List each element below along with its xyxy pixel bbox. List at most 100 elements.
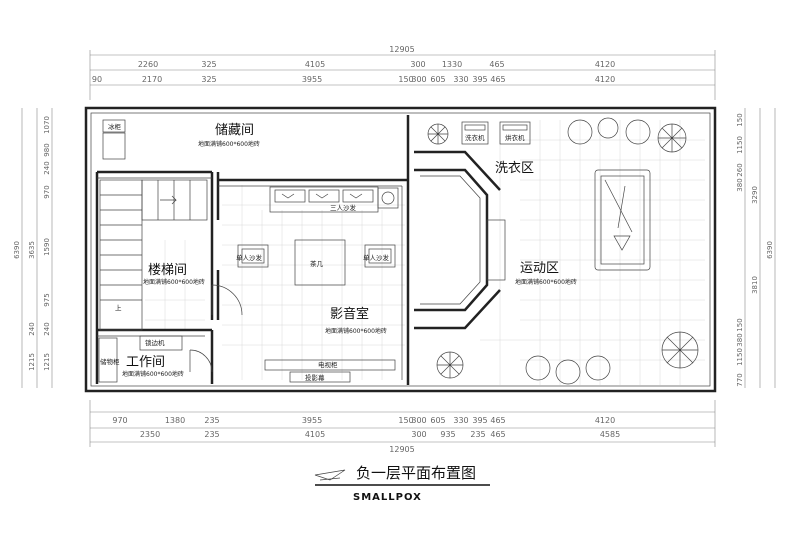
dim-top-2-4: 1330 bbox=[442, 60, 462, 69]
plant-icon bbox=[436, 351, 464, 379]
dim-left-in-4: 1590 bbox=[43, 238, 51, 256]
armchair-right-label: 单人沙发 bbox=[363, 253, 390, 262]
projector-screen bbox=[289, 371, 351, 383]
dim-bot-1-1: 1380 bbox=[165, 416, 185, 425]
three-seat-sofa bbox=[269, 186, 379, 213]
theater-floor-note: 地面满铺600*600地砖 bbox=[325, 327, 387, 335]
plant-icon bbox=[661, 331, 699, 369]
dim-right-in-5: 380 bbox=[736, 333, 744, 346]
dim-bot-2-2: 4105 bbox=[305, 430, 325, 439]
dim-top-3-6: 605 bbox=[430, 75, 445, 84]
armchair-left-label: 单人沙发 bbox=[236, 253, 263, 262]
dim-top-2-5: 465 bbox=[489, 60, 504, 69]
dim-bot-2-5: 235 bbox=[470, 430, 485, 439]
dim-right-mid-1: 3810 bbox=[751, 276, 759, 294]
dim-bot-1-7: 330 bbox=[453, 416, 468, 425]
dim-bot-1-5: 300 bbox=[411, 416, 426, 425]
side-table bbox=[377, 187, 399, 209]
plant-icon bbox=[427, 123, 449, 145]
dim-right-in-0: 150 bbox=[736, 113, 744, 126]
dim-top-3-3: 3955 bbox=[302, 75, 322, 84]
dim-top-2-6: 4120 bbox=[595, 60, 615, 69]
dim-top-total: 12905 bbox=[389, 45, 414, 54]
storage-room-label: 储藏间 bbox=[215, 123, 254, 138]
dim-bot-1-0: 970 bbox=[112, 416, 127, 425]
dryer-label: 烘衣机 bbox=[505, 133, 525, 142]
dim-left-outer: 6390 bbox=[13, 241, 21, 259]
sport-floor-note: 地面满铺600*600地砖 bbox=[515, 278, 577, 286]
dim-top-3-8: 395 bbox=[472, 75, 487, 84]
dimension-lines bbox=[21, 50, 776, 447]
dim-left-in-2: 240 bbox=[43, 161, 51, 174]
fridge bbox=[102, 119, 126, 133]
dim-bot-1-6: 605 bbox=[430, 416, 445, 425]
dim-left-in-3: 970 bbox=[43, 185, 51, 198]
dim-bot-2-0: 2350 bbox=[140, 430, 160, 439]
washer-label: 洗衣机 bbox=[465, 133, 485, 142]
dim-bot-2-1: 235 bbox=[204, 430, 219, 439]
dim-right-in-2: 260 bbox=[736, 163, 744, 176]
dim-right-outer: 6390 bbox=[766, 241, 774, 259]
theater-room-label: 影音室 bbox=[330, 306, 369, 322]
dim-top-3-10: 4120 bbox=[595, 75, 615, 84]
stair-up-label: 上 bbox=[115, 303, 122, 312]
dim-top-2-0: 2260 bbox=[138, 60, 158, 69]
fridge-label: 冰柜 bbox=[108, 122, 122, 131]
dim-left-in-0: 1070 bbox=[43, 116, 51, 134]
tv-cabinet bbox=[264, 359, 396, 371]
dim-right-in-4: 150 bbox=[736, 318, 744, 331]
dim-bot-1-3: 3955 bbox=[302, 416, 322, 425]
work-floor-note: 地面满铺600*600地砖 bbox=[122, 370, 184, 378]
dim-top-3-0: 90 bbox=[92, 75, 102, 84]
plant-icon bbox=[657, 123, 687, 153]
sport-area-label: 运动区 bbox=[520, 261, 559, 276]
dim-top-3-2: 325 bbox=[201, 75, 216, 84]
dim-right-mid-0: 3290 bbox=[751, 186, 759, 204]
dim-left-in-5: 975 bbox=[43, 293, 51, 306]
storage-cabinet bbox=[98, 337, 118, 383]
dim-bot-1-4: 150 bbox=[398, 416, 413, 425]
dim-top-3-1: 2170 bbox=[142, 75, 162, 84]
armchair-right bbox=[364, 244, 396, 268]
stair-room-label: 楼梯间 bbox=[148, 263, 187, 278]
dim-top-2-2: 4105 bbox=[305, 60, 325, 69]
lounge-chairs bbox=[525, 117, 651, 385]
armchair-left bbox=[237, 244, 269, 268]
dim-top-3-7: 330 bbox=[453, 75, 468, 84]
walls bbox=[84, 106, 717, 393]
dim-bot-1-2: 235 bbox=[204, 416, 219, 425]
work-room-label: 工作间 bbox=[126, 355, 165, 370]
dim-left-in-1: 980 bbox=[43, 143, 51, 156]
drawing-title: 负一层平面布置图 bbox=[356, 464, 476, 482]
tea-table bbox=[294, 239, 346, 286]
compass-icon bbox=[314, 469, 346, 481]
dim-bot-1-8: 395 bbox=[472, 416, 487, 425]
dim-top-3-4: 150 bbox=[398, 75, 413, 84]
dim-bot-1-9: 465 bbox=[490, 416, 505, 425]
dim-top-2-1: 325 bbox=[201, 60, 216, 69]
laundry-area-label: 洗衣区 bbox=[495, 160, 534, 176]
tv-cabinet-label: 电视柜 bbox=[318, 360, 338, 369]
washer bbox=[461, 121, 489, 145]
dryer bbox=[499, 121, 531, 145]
dim-bot-2-3: 300 bbox=[411, 430, 426, 439]
serger-machine bbox=[139, 335, 183, 351]
tea-table-label: 茶几 bbox=[310, 259, 324, 268]
dim-bot-2-6: 465 bbox=[490, 430, 505, 439]
dim-left-mid-1: 240 bbox=[28, 322, 36, 335]
tile-grid bbox=[145, 120, 705, 385]
dim-top-2-3: 300 bbox=[410, 60, 425, 69]
curved-partition bbox=[414, 150, 506, 330]
dim-bot-2-4: 935 bbox=[440, 430, 455, 439]
dim-top-3-9: 465 bbox=[490, 75, 505, 84]
storage-floor-note: 地面满铺600*600地砖 bbox=[198, 140, 260, 148]
dim-right-in-7: 770 bbox=[736, 373, 744, 386]
dim-bot-2-7: 4585 bbox=[600, 430, 620, 439]
projector-screen-label: 投影幕 bbox=[305, 373, 325, 382]
dim-left-mid-0: 3635 bbox=[28, 241, 36, 259]
dim-left-mid-2: 1215 bbox=[28, 353, 36, 371]
three-seat-sofa-label: 三人沙发 bbox=[330, 203, 357, 212]
dim-bot-1-10: 4120 bbox=[595, 416, 615, 425]
dim-top-3-5: 300 bbox=[411, 75, 426, 84]
